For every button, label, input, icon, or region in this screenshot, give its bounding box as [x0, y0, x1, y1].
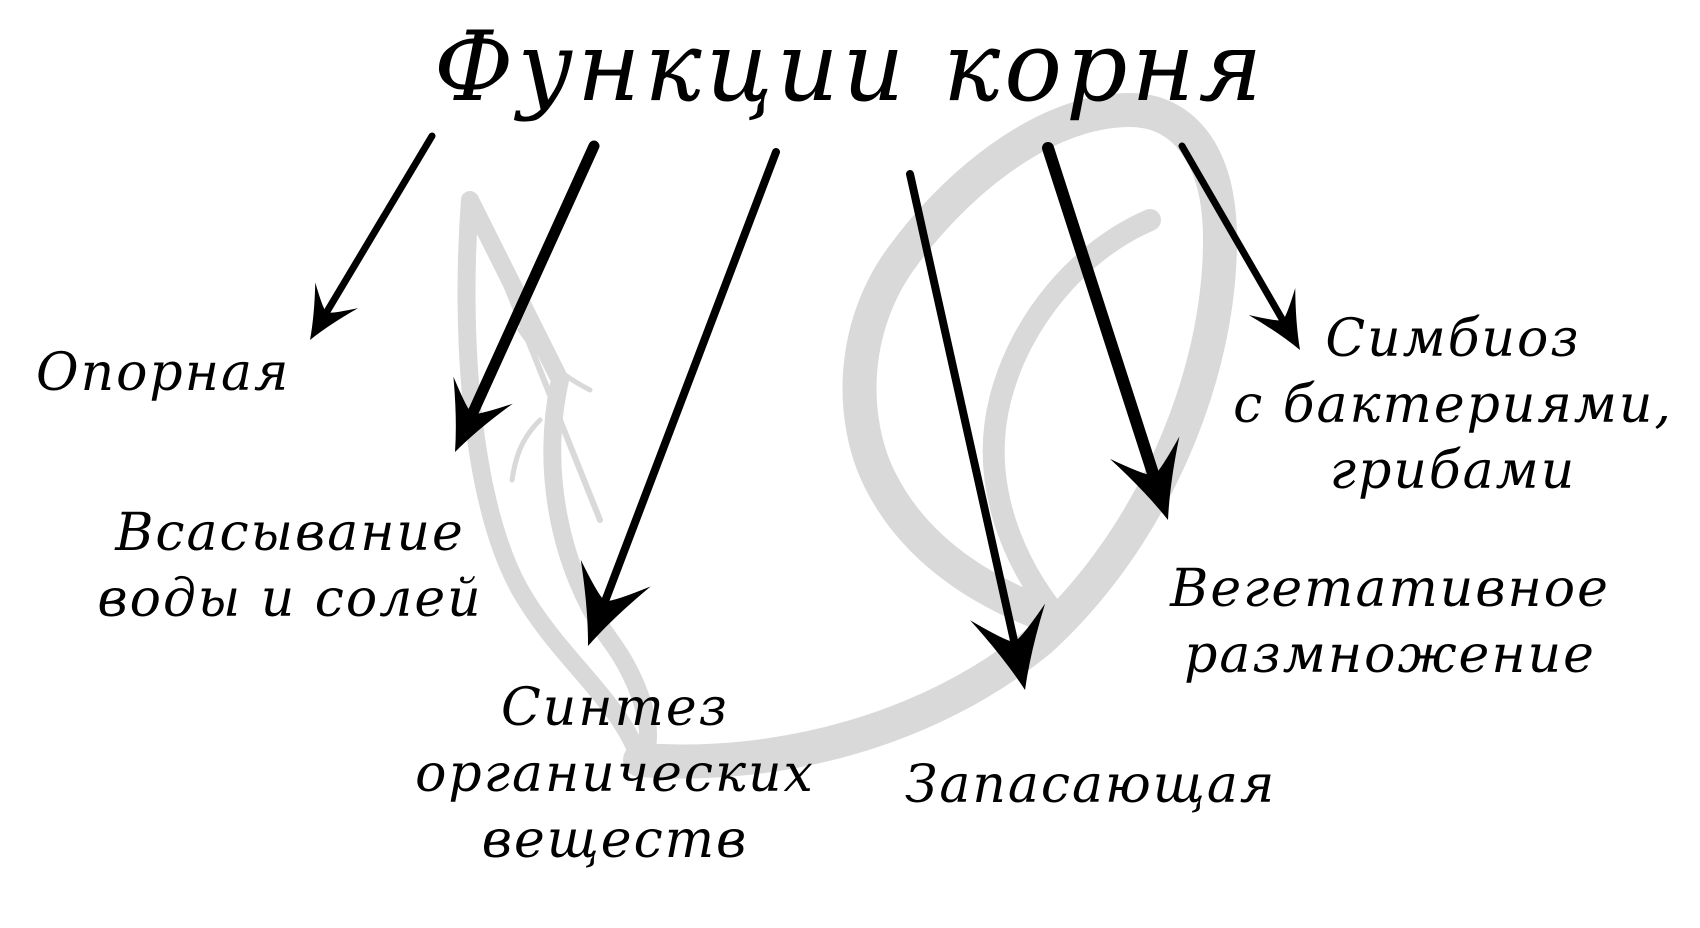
function-label-support: Опорная: [36, 340, 290, 406]
arrow-to-absorption: [453, 140, 600, 452]
function-label-line: Вегетативное: [1170, 559, 1610, 619]
arrow-shaft: [323, 132, 436, 316]
function-label-line: с бактериями,: [1233, 375, 1673, 435]
arrow-to-synthesis: [580, 148, 780, 646]
function-label-synthesis: Синтез органических веществ: [380, 675, 850, 873]
arrow-shaft: [466, 140, 600, 420]
leaf-vein-branch-2: [509, 417, 543, 483]
leaf-vein: [477, 217, 603, 523]
function-label-line: Всасывание: [115, 503, 465, 563]
arrow-shaft: [906, 170, 1019, 646]
function-label-vegetative-reproduction: Вегетативное размножение: [1130, 556, 1650, 688]
arrow-head: [310, 282, 359, 340]
function-label-line: размножение: [1184, 625, 1596, 685]
arrow-to-support: [310, 132, 436, 340]
function-label-line: Запасающая: [905, 755, 1277, 815]
arrow-head: [580, 559, 651, 646]
arrow-to-vegetative-reproduction: [1042, 142, 1180, 520]
function-label-line: Симбиоз: [1325, 309, 1581, 369]
arrow-shaft: [1178, 142, 1287, 324]
arrow-head: [453, 376, 513, 452]
function-label-line: органических: [415, 744, 815, 804]
function-label-symbiosis: Симбиоз с бактериями, грибами: [1228, 306, 1678, 504]
function-label-line: веществ: [481, 810, 749, 870]
leaf-vein-branch-1: [517, 327, 593, 393]
function-label-line: грибами: [1329, 441, 1577, 501]
function-label-absorption: Всасывание воды и солей: [80, 500, 500, 632]
arrow-to-symbiosis: [1178, 142, 1300, 350]
function-label-storage: Запасающая: [905, 752, 1276, 818]
arrow-head: [1248, 288, 1300, 350]
arrow-shaft: [1042, 142, 1160, 482]
diagram-title: Функции корня: [433, 11, 1267, 123]
function-label-line: Опорная: [36, 343, 291, 403]
arrow-head: [1109, 436, 1180, 520]
arrow-head: [970, 603, 1046, 690]
function-label-line: Синтез: [501, 678, 729, 738]
function-label-line: воды и солей: [97, 569, 483, 629]
arrow-shaft: [601, 148, 780, 605]
arrow-to-storage: [906, 170, 1046, 690]
